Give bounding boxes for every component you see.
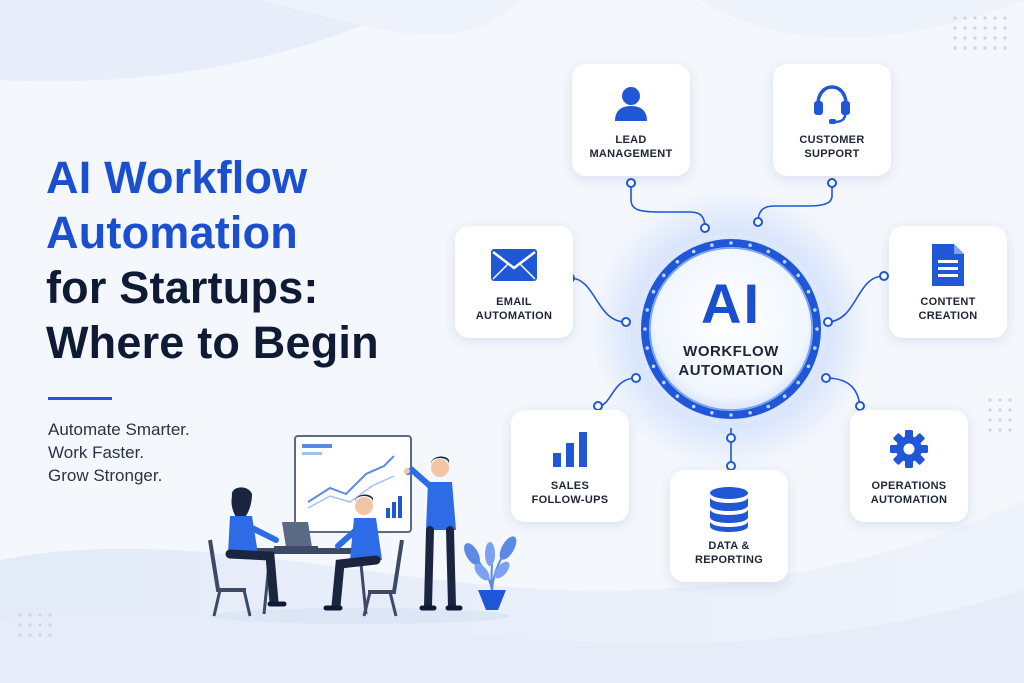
- hub-ring-light: [675, 394, 680, 398]
- hub-ring-light: [729, 241, 733, 245]
- hub-ring-light: [710, 243, 714, 247]
- tagline-line-3: Grow Stronger.: [48, 466, 163, 485]
- hub-ring-light: [691, 249, 696, 254]
- hub-ring: [639, 237, 823, 421]
- bar-chart-icon: [550, 425, 590, 473]
- hub-ring-light: [729, 413, 733, 417]
- hub-ring-light: [782, 260, 787, 264]
- database-icon: [707, 485, 751, 533]
- hub-ring-light: [766, 249, 771, 254]
- hub-ring-light: [813, 346, 817, 350]
- hub-ring-light: [662, 380, 666, 385]
- headline-line-3: for Startups:: [46, 262, 319, 313]
- ai-hub: AI WORKFLOW AUTOMATION: [636, 234, 826, 424]
- hub-subtitle-line-2: AUTOMATION: [678, 362, 784, 379]
- hub-ring-light: [782, 394, 787, 398]
- hub-ring-light: [815, 327, 819, 331]
- hub-ring-light: [645, 346, 649, 350]
- gear-icon: [888, 425, 930, 473]
- hub-ring-light: [806, 289, 811, 294]
- hub-ring-light: [645, 308, 649, 312]
- tagline: Automate Smarter. Work Faster. Grow Stro…: [48, 418, 190, 487]
- headline-line-4: Where to Begin: [46, 317, 379, 368]
- hub-title: AI: [701, 272, 761, 335]
- headline-line-2: Automation: [46, 207, 298, 258]
- headline-divider: [48, 397, 112, 400]
- person-icon: [611, 79, 651, 127]
- tagline-line-2: Work Faster.: [48, 443, 145, 462]
- hub-ring-light: [710, 411, 714, 415]
- hub-ring-light: [651, 364, 656, 369]
- hub-ring-light: [643, 327, 647, 331]
- envelope-icon: [489, 241, 539, 289]
- hub-ring-light: [813, 308, 817, 312]
- hub-subtitle: WORKFLOW AUTOMATION: [636, 342, 826, 380]
- card-label: DATA &REPORTING: [694, 540, 764, 566]
- hub-ring-light: [748, 411, 752, 415]
- hub-ring-light: [796, 380, 800, 385]
- hub-ring-light: [748, 243, 752, 247]
- hub-ring-light: [675, 260, 680, 264]
- hub-subtitle-line-1: WORKFLOW: [683, 343, 779, 360]
- headset-icon: [810, 79, 854, 127]
- hub-ring-light: [662, 273, 666, 278]
- hub-ring-light: [796, 273, 800, 278]
- hub-ring-light: [766, 404, 771, 409]
- hub-ring-light: [651, 289, 656, 294]
- hub-ring-light: [806, 364, 811, 369]
- headline-line-1: AI Workflow: [46, 152, 308, 203]
- hub-ring-light: [691, 404, 696, 409]
- team-meeting-illustration: [208, 435, 517, 624]
- document-icon: [929, 241, 967, 289]
- card-data-reporting[interactable]: DATA &REPORTING: [670, 470, 788, 582]
- headline: AI Workflow Automation for Startups: Whe…: [46, 150, 379, 370]
- tagline-line-1: Automate Smarter.: [48, 420, 190, 439]
